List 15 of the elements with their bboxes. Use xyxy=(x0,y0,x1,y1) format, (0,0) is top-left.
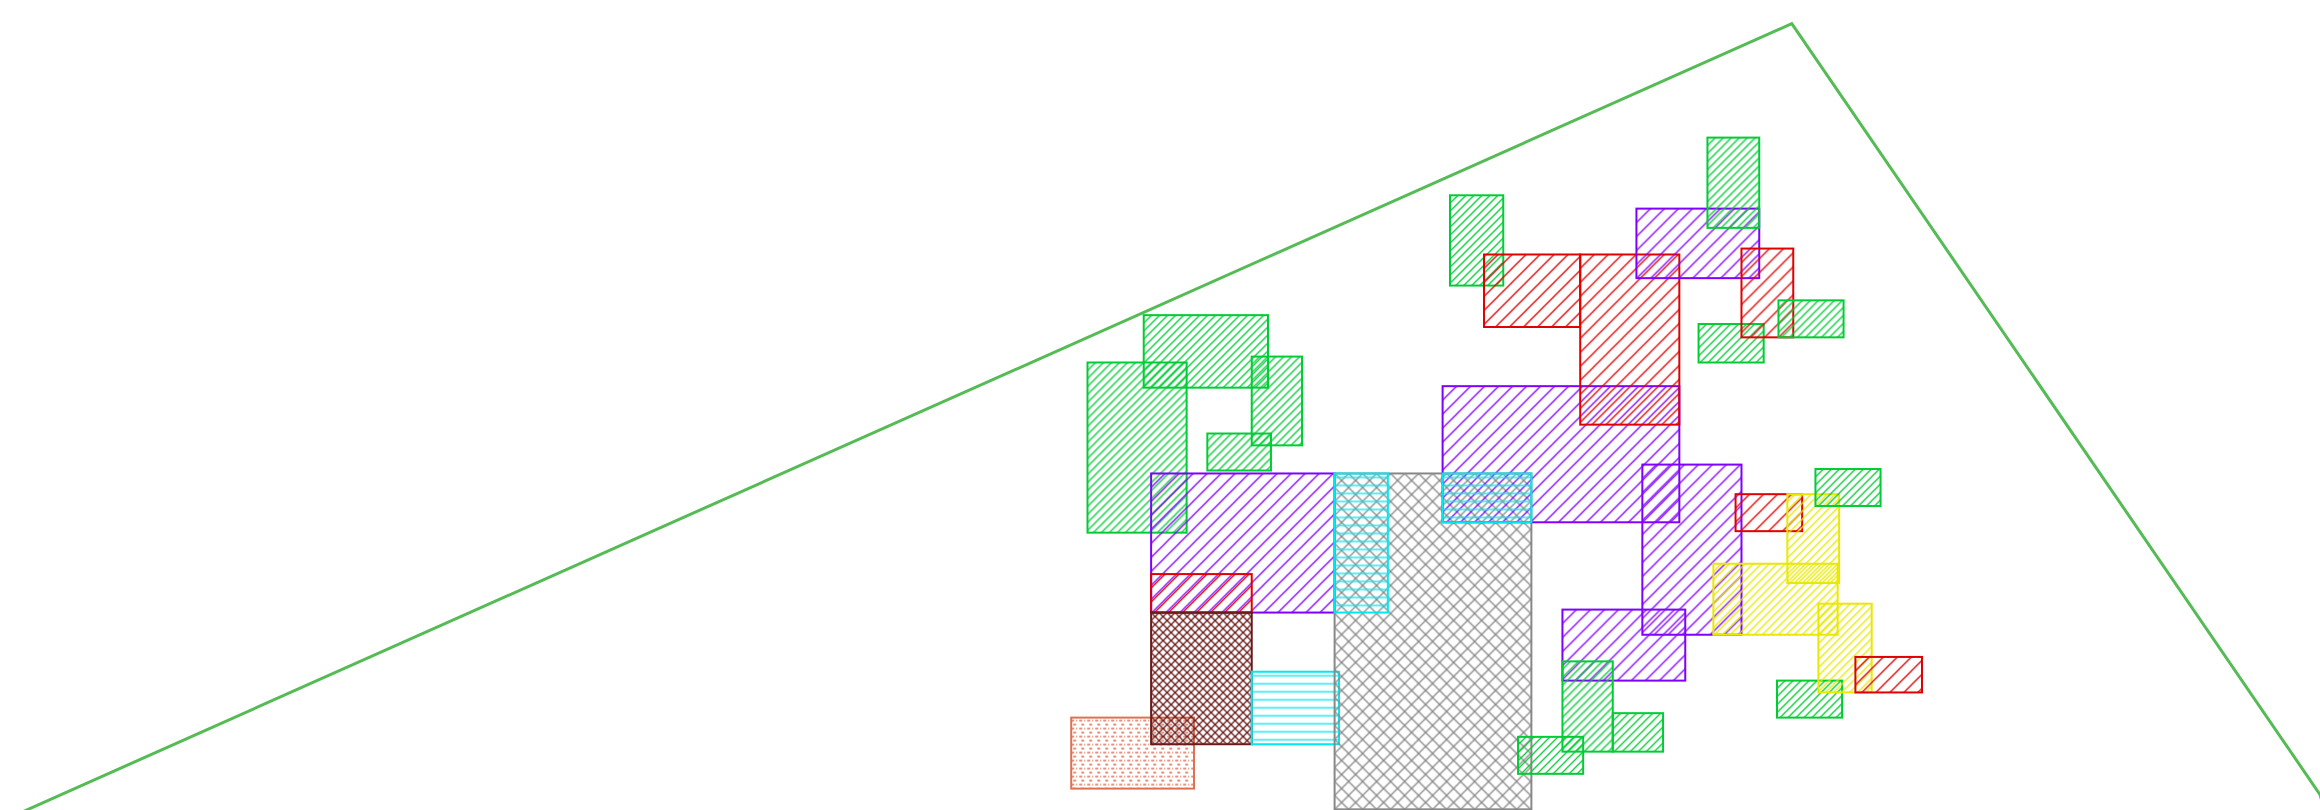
hatched-rectangle xyxy=(1561,660,1614,753)
hatched-rectangle xyxy=(1706,136,1761,229)
hatched-rectangle xyxy=(1814,468,1882,507)
hatched-rectangle xyxy=(1611,712,1665,753)
hatched-rectangle xyxy=(1150,611,1253,746)
hatched-rectangle xyxy=(1786,493,1841,584)
hatched-rectangle xyxy=(1854,655,1923,694)
hatched-rectangle xyxy=(1483,253,1582,328)
hatched-rectangle xyxy=(1250,355,1304,447)
hatched-rectangle xyxy=(1579,253,1681,426)
hatched-rectangle xyxy=(1333,472,1389,614)
hatched-rectangle xyxy=(1441,472,1533,524)
hatched-rectangle xyxy=(1150,573,1253,614)
hatched-rectangle xyxy=(1142,314,1269,389)
hatched-rectangle xyxy=(1777,299,1845,339)
